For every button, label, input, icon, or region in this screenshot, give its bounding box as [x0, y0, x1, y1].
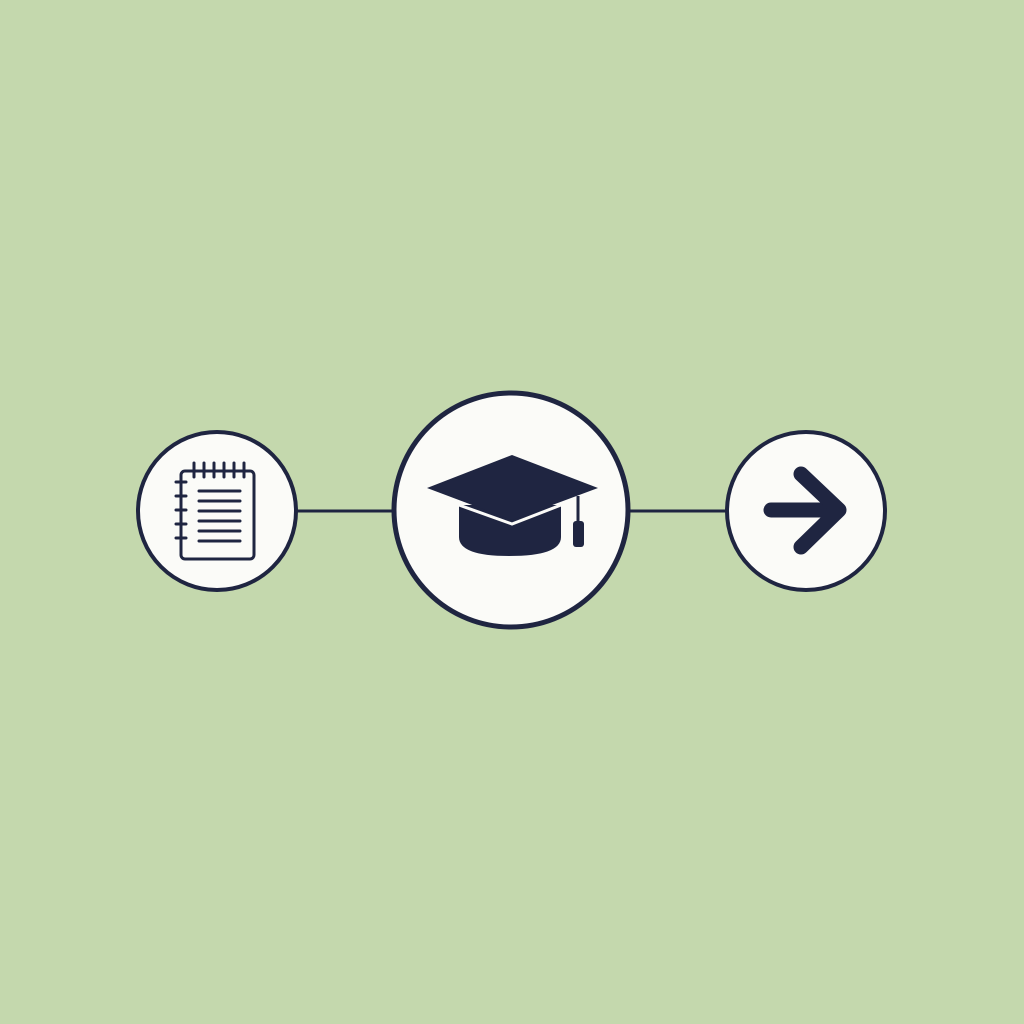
node-notes — [136, 430, 298, 592]
node-next — [725, 430, 887, 592]
node-graduation — [391, 390, 631, 630]
notepad-icon — [174, 461, 256, 561]
arrow-right-icon — [763, 466, 847, 555]
graduation-cap-icon — [427, 455, 598, 556]
